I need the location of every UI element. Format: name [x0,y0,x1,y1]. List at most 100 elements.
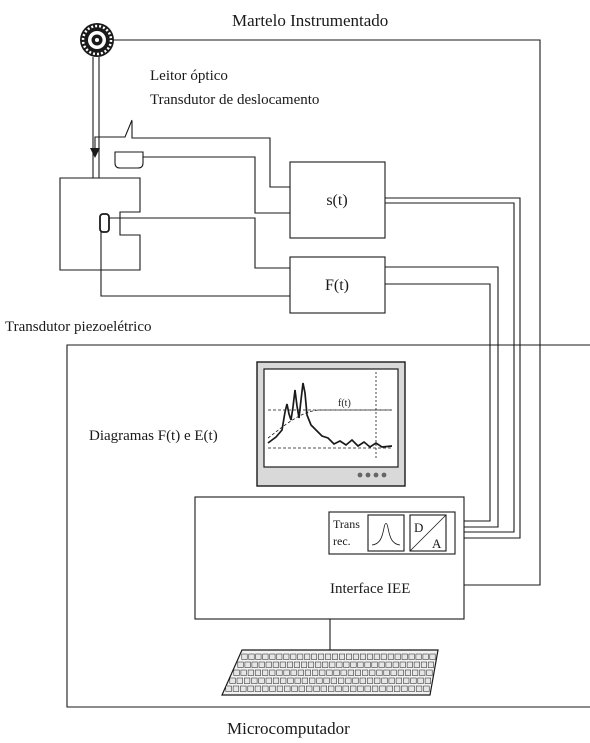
keyboard-key [240,669,247,676]
keyboard-key [417,677,424,684]
keyboard-key [352,677,359,684]
keyboard-key [335,685,342,692]
keyboard-key [328,685,335,692]
keyboard-key [247,685,254,692]
keyboard-key [297,669,304,676]
keyboard-key [311,653,318,660]
keyboard-key [306,685,313,692]
keyboard-key [272,677,280,684]
keyboard-key [304,669,311,676]
keyboard-key [403,677,410,684]
st-box [289,161,386,239]
keyboard-key [350,685,357,692]
keyboard-key [347,669,354,676]
keyboard-key [378,661,385,668]
keyboard-key [313,685,320,692]
keyboard-key [357,661,364,668]
keyboard-key [424,677,431,684]
monitor [256,361,406,487]
keyboard-key [352,653,359,660]
keyboard-key [290,669,297,676]
keyboard-key [342,685,349,692]
keyboard-key [251,677,258,684]
keyboard-key [284,685,291,692]
keyboard-key [269,685,276,692]
keyboard-key [415,685,423,692]
keyboard-key [408,685,415,692]
monitor-led-icon [373,472,379,478]
keyboard-key [350,661,357,668]
keyboard-key [265,661,272,668]
keyboard-key [309,677,316,684]
keyboard-key [244,677,251,684]
keyboard-key [336,661,343,668]
keyboard-key [247,669,254,676]
keyboard-key [406,661,413,668]
optical-sensor-block [114,151,144,169]
keyboard-key [283,653,290,660]
keyboard-key [387,653,394,660]
keyboard [221,649,439,696]
keyboard-key [225,685,232,692]
optical-reader-label: Leitor óptico [150,68,228,84]
keyboard-key [383,669,390,676]
keyboard-key [371,685,379,692]
keyboard-key [340,669,347,676]
keyboard-key [262,653,269,660]
keyboard-key [376,669,383,676]
keyboard-key [294,677,301,684]
keyboard-key [233,669,240,676]
keyboard-key [276,669,283,676]
plot-curve-label: f(t) [338,398,351,409]
keyboard-key [318,653,325,660]
keyboard-key [269,669,276,676]
st-to-interface-line-2 [385,202,515,533]
keyboard-key [293,661,300,668]
keyboard-key [312,669,319,676]
diagrams-label: Diagramas F(t) e E(t) [89,428,218,444]
keyboard-key [290,653,297,660]
keyboard-key [280,677,287,684]
keyboard-key [408,653,415,660]
arrow-down-icon [90,148,100,158]
interface-label: Interface IEE [330,581,410,597]
keyboard-key [298,685,305,692]
keyboard-key [371,661,378,668]
keyboard-key [255,653,262,660]
keyboard-key [320,685,327,692]
keyboard-key [373,653,380,660]
keyboard-key [279,661,286,668]
keyboard-key [272,661,279,668]
keyboard-key [269,653,276,660]
keyboard-key [301,677,308,684]
keyboard-key [248,653,255,660]
keyboard-key [386,685,393,692]
keyboard-key [332,653,338,660]
st-label: s(t) [326,192,347,209]
keyboard-key [254,685,262,692]
keyboard-key [410,677,417,684]
keyboard-key [297,653,304,660]
piezo-transducer-label: Transdutor piezoelétrico [5,319,152,335]
keyboard-key [346,653,352,660]
da-label-d: D [414,520,423,535]
da-divider-line [409,514,447,552]
monitor-led-icon [357,472,363,478]
keyboard-key [262,669,269,676]
keyboard-key [319,669,326,676]
keyboard-key [325,653,332,660]
keyboard-key [366,653,373,660]
keyboard-key [392,661,399,668]
keyboard-key [380,653,387,660]
keyboard-key [381,677,388,684]
keyboard-key [232,685,240,692]
keyboard-key [301,661,308,668]
displacement-lever [94,119,133,152]
keyboard-key [390,669,397,676]
sensor-to-st-line-top [131,121,290,188]
keyboard-key [374,677,381,684]
hammer-wheel-icon [80,23,114,57]
ft-to-interface-line-1 [385,266,499,528]
